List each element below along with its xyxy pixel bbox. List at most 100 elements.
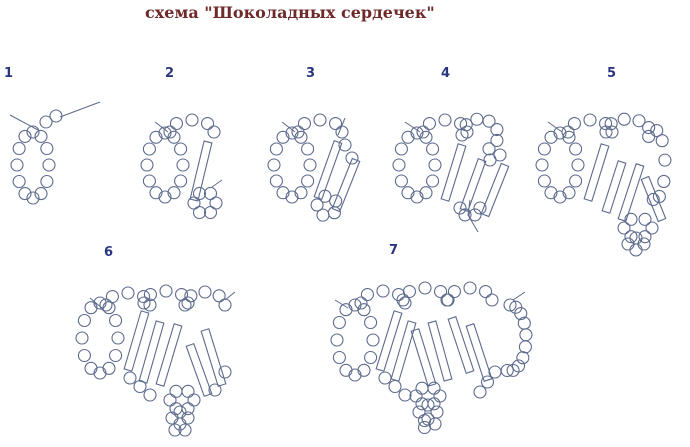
bead: [149, 130, 163, 144]
bead: [366, 333, 380, 347]
bugle-bead: [331, 157, 361, 213]
bead: [137, 296, 151, 310]
bead: [218, 298, 232, 312]
bead: [458, 208, 472, 222]
bead: [364, 315, 378, 330]
bugle-bead: [601, 160, 627, 214]
bead: [650, 123, 664, 138]
bead: [544, 186, 558, 200]
bead: [376, 284, 390, 298]
bead: [102, 361, 116, 375]
step-number-7: 7: [389, 243, 399, 258]
bead: [143, 388, 157, 402]
bead: [605, 125, 619, 139]
bugle-bead: [200, 328, 227, 387]
bead: [184, 289, 198, 303]
bead: [388, 379, 402, 394]
bugle-bead: [427, 320, 453, 382]
bead: [123, 371, 137, 385]
bead: [480, 375, 495, 389]
bead: [335, 125, 349, 139]
bead: [490, 122, 504, 137]
bead: [310, 198, 324, 212]
bead: [338, 138, 352, 152]
bead: [482, 114, 496, 128]
bead: [401, 130, 415, 144]
bead: [49, 109, 63, 123]
bead: [40, 141, 54, 156]
thread: [281, 121, 296, 133]
bead: [599, 116, 613, 131]
bead: [39, 115, 53, 129]
bead: [637, 237, 651, 251]
bead: [181, 411, 195, 425]
bugle-bead: [447, 316, 475, 374]
bead: [569, 174, 583, 188]
bugle-bead: [155, 323, 183, 387]
thread: [59, 101, 101, 118]
bead: [77, 313, 91, 328]
bead: [40, 174, 54, 189]
bead: [12, 174, 26, 189]
bead: [617, 221, 631, 235]
bead: [398, 296, 412, 310]
bead: [316, 208, 330, 222]
bead: [26, 191, 40, 205]
bead: [490, 133, 504, 148]
thread: [154, 121, 169, 133]
bead: [327, 206, 341, 220]
bead: [192, 186, 207, 201]
thread: [467, 199, 479, 233]
bead: [207, 125, 221, 139]
bead: [303, 158, 317, 172]
bead: [410, 126, 424, 140]
bead: [645, 221, 659, 235]
bead: [427, 381, 441, 395]
bead: [629, 243, 643, 257]
thread: [211, 179, 223, 188]
bead: [75, 331, 89, 345]
bead: [402, 284, 416, 299]
bead: [655, 134, 669, 148]
bead: [434, 284, 448, 299]
bead: [416, 125, 430, 139]
bead: [394, 142, 408, 156]
bead: [345, 151, 359, 165]
bugle-bead: [459, 157, 487, 213]
bead: [398, 388, 412, 402]
bead: [140, 158, 154, 172]
bead: [201, 116, 215, 131]
bead: [479, 284, 493, 299]
bead: [453, 201, 467, 215]
bead: [392, 158, 406, 172]
bead: [181, 384, 195, 398]
bead: [621, 237, 635, 251]
bead: [339, 303, 353, 317]
bead: [561, 125, 575, 139]
bead: [285, 126, 299, 140]
bead: [169, 116, 183, 131]
thread: [9, 114, 39, 131]
bugle-bead: [465, 323, 493, 382]
bead: [418, 281, 432, 295]
bead: [10, 158, 24, 172]
bead: [583, 113, 597, 127]
bead: [463, 281, 477, 295]
bead: [544, 130, 558, 144]
bead: [18, 129, 32, 143]
bugle-bead: [480, 162, 510, 218]
bead: [169, 402, 183, 416]
bead: [567, 116, 581, 131]
step-number-1: 1: [4, 66, 14, 81]
bead: [562, 186, 576, 200]
bead: [26, 125, 40, 139]
bead: [357, 363, 371, 377]
bead: [142, 174, 156, 188]
bead: [332, 350, 346, 365]
bead: [360, 287, 374, 302]
bead: [142, 142, 156, 156]
bead: [294, 186, 308, 200]
step-number-2: 2: [165, 66, 175, 81]
bead: [415, 381, 429, 395]
thread: [334, 299, 349, 309]
